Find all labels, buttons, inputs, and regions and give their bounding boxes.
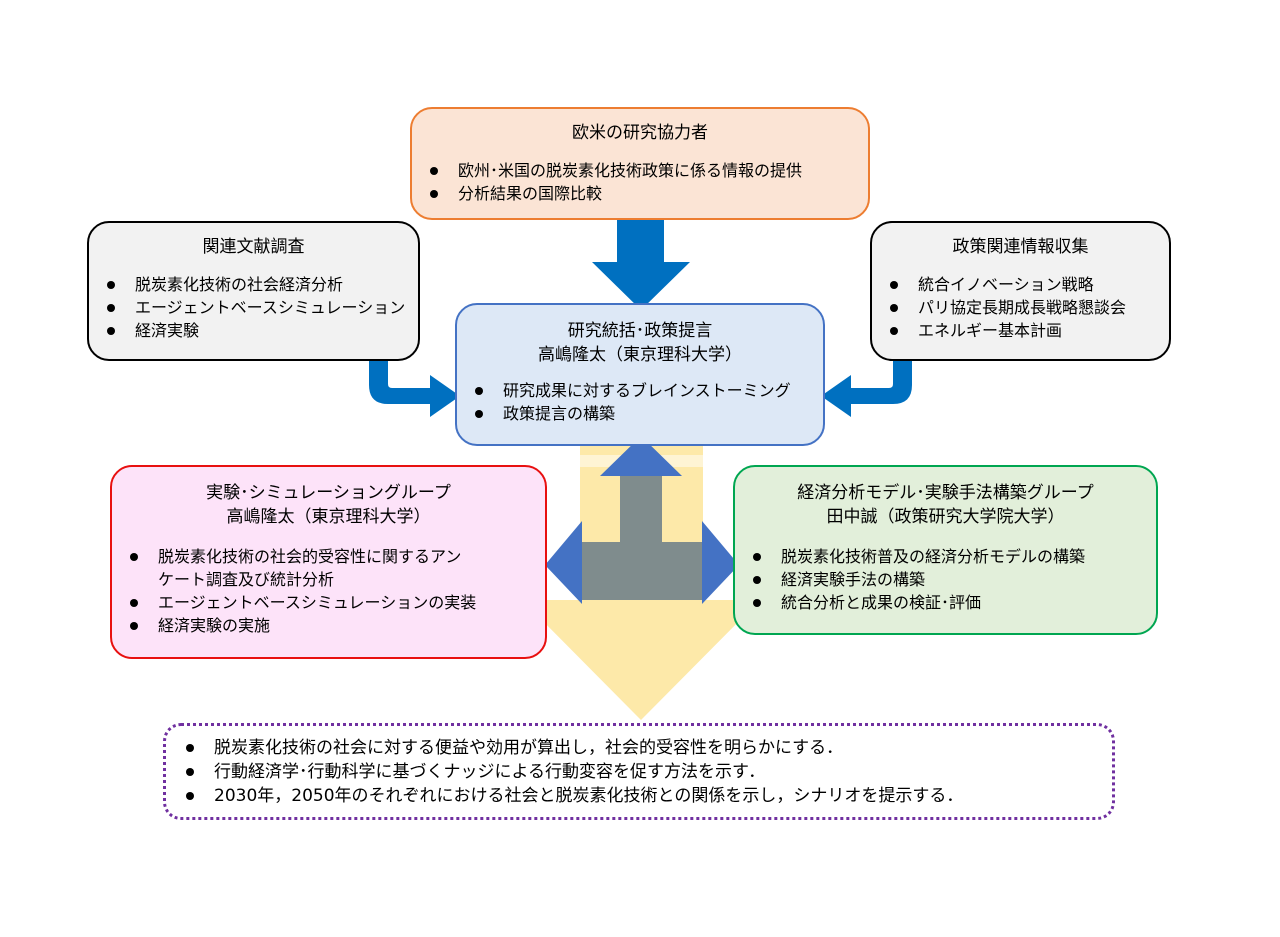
blue-up-arrowhead (600, 436, 682, 476)
bullet-icon (753, 599, 761, 607)
experiment-title: 実験･シミュレーショングループ (206, 483, 451, 503)
policy-title: 政策関連情報収集 (952, 237, 1089, 257)
bullet-icon (186, 768, 194, 776)
europe-title: 欧米の研究協力者 (572, 123, 708, 143)
blue-right-arrowhead (702, 521, 739, 604)
blue-down-arrow (592, 214, 690, 310)
list-item: 行動経済学･行動科学に基づくナッジによる行動変容を促す方法を示す． (166, 760, 1112, 784)
center-subtitle: 高嶋隆太（東京理科大学） (538, 345, 742, 365)
gray-t-connector (580, 476, 702, 600)
list-item: 経済実験手法の構築 (735, 568, 1156, 591)
bullet-icon (890, 281, 898, 289)
outcomes-list: 脱炭素化技術の社会に対する便益や効用が算出し，社会的受容性を明らかにする． 行動… (166, 736, 1112, 808)
bullet-icon (430, 190, 438, 198)
center-title: 研究統括･政策提言 (567, 321, 713, 341)
bullet-icon (130, 553, 138, 561)
list-item: エージェントベースシミュレーション (89, 296, 418, 319)
bullet-icon (107, 304, 115, 312)
economics-title: 経済分析モデル･実験手法構築グループ (797, 483, 1094, 503)
list-item: 欧州･米国の脱炭素化技術政策に係る情報の提供 (412, 159, 868, 182)
economics-list: 脱炭素化技術普及の経済分析モデルの構築 経済実験手法の構築 統合分析と成果の検証… (735, 545, 1156, 614)
blue-bent-arrow-right (821, 350, 912, 417)
list-item: 統合分析と成果の検証･評価 (735, 591, 1156, 614)
bullet-icon (753, 553, 761, 561)
literature-survey-box: 関連文献調査 脱炭素化技術の社会経済分析 エージェントベースシミュレーション 経… (87, 221, 420, 361)
bullet-icon (107, 327, 115, 335)
bullet-icon (186, 792, 194, 800)
list-item: 研究成果に対するブレインストーミング (457, 379, 823, 402)
list-item: 統合イノベーション戦略 (872, 273, 1169, 296)
policy-info-box: 政策関連情報収集 統合イノベーション戦略 パリ協定長期成長戦略懇談会 エネルギー… (870, 221, 1171, 361)
blue-bent-arrow-left (369, 350, 460, 417)
bullet-icon (186, 744, 194, 752)
list-item: エージェントベースシミュレーションの実装 (112, 591, 545, 614)
economics-subtitle: 田中誠（政策研究大学院大学） (826, 507, 1065, 527)
list-item: エネルギー基本計画 (872, 319, 1169, 342)
bullet-icon (107, 281, 115, 289)
bullet-icon (890, 304, 898, 312)
list-item: 経済実験 (89, 319, 418, 342)
center-list: 研究成果に対するブレインストーミング 政策提言の構築 (457, 379, 823, 425)
research-coordination-box: 研究統括･政策提言 高嶋隆太（東京理科大学） 研究成果に対するブレインストーミン… (455, 303, 825, 446)
list-item: パリ協定長期成長戦略懇談会 (872, 296, 1169, 319)
literature-list: 脱炭素化技術の社会経済分析 エージェントベースシミュレーション 経済実験 (89, 273, 418, 342)
bullet-icon (753, 576, 761, 584)
list-item: 脱炭素化技術の社会経済分析 (89, 273, 418, 296)
outcomes-box: 脱炭素化技術の社会に対する便益や効用が算出し，社会的受容性を明らかにする． 行動… (163, 723, 1115, 820)
experiment-list: 脱炭素化技術の社会的受容性に関するアン ケート調査及び統計分析 エージェントベー… (112, 545, 545, 637)
policy-list: 統合イノベーション戦略 パリ協定長期成長戦略懇談会 エネルギー基本計画 (872, 273, 1169, 342)
bullet-icon (430, 167, 438, 175)
bullet-icon (130, 622, 138, 630)
experiment-subtitle: 高嶋隆太（東京理科大学） (226, 507, 431, 527)
bullet-icon (475, 410, 483, 418)
list-item: 脱炭素化技術普及の経済分析モデルの構築 (735, 545, 1156, 568)
list-item: 脱炭素化技術の社会に対する便益や効用が算出し，社会的受容性を明らかにする． (166, 736, 1112, 760)
experiment-simulation-group-box: 実験･シミュレーショングループ 高嶋隆太（東京理科大学） 脱炭素化技術の社会的受… (110, 465, 547, 659)
list-item: 政策提言の構築 (457, 402, 823, 425)
economic-model-group-box: 経済分析モデル･実験手法構築グループ 田中誠（政策研究大学院大学） 脱炭素化技術… (733, 465, 1158, 635)
bullet-icon (890, 327, 898, 335)
list-item: 2030年，2050年のそれぞれにおける社会と脱炭素化技術との関係を示し，シナリ… (166, 784, 1112, 808)
list-item: 経済実験の実施 (112, 614, 545, 637)
literature-title: 関連文献調査 (202, 237, 305, 257)
list-item: 分析結果の国際比較 (412, 182, 868, 205)
bullet-icon (130, 599, 138, 607)
europe-list: 欧州･米国の脱炭素化技術政策に係る情報の提供 分析結果の国際比較 (412, 159, 868, 205)
blue-left-arrowhead (545, 521, 582, 604)
europe-collaborators-box: 欧米の研究協力者 欧州･米国の脱炭素化技術政策に係る情報の提供 分析結果の国際比… (410, 107, 870, 220)
bullet-icon (475, 387, 483, 395)
list-item: 脱炭素化技術の社会的受容性に関するアン ケート調査及び統計分析 (112, 545, 545, 591)
